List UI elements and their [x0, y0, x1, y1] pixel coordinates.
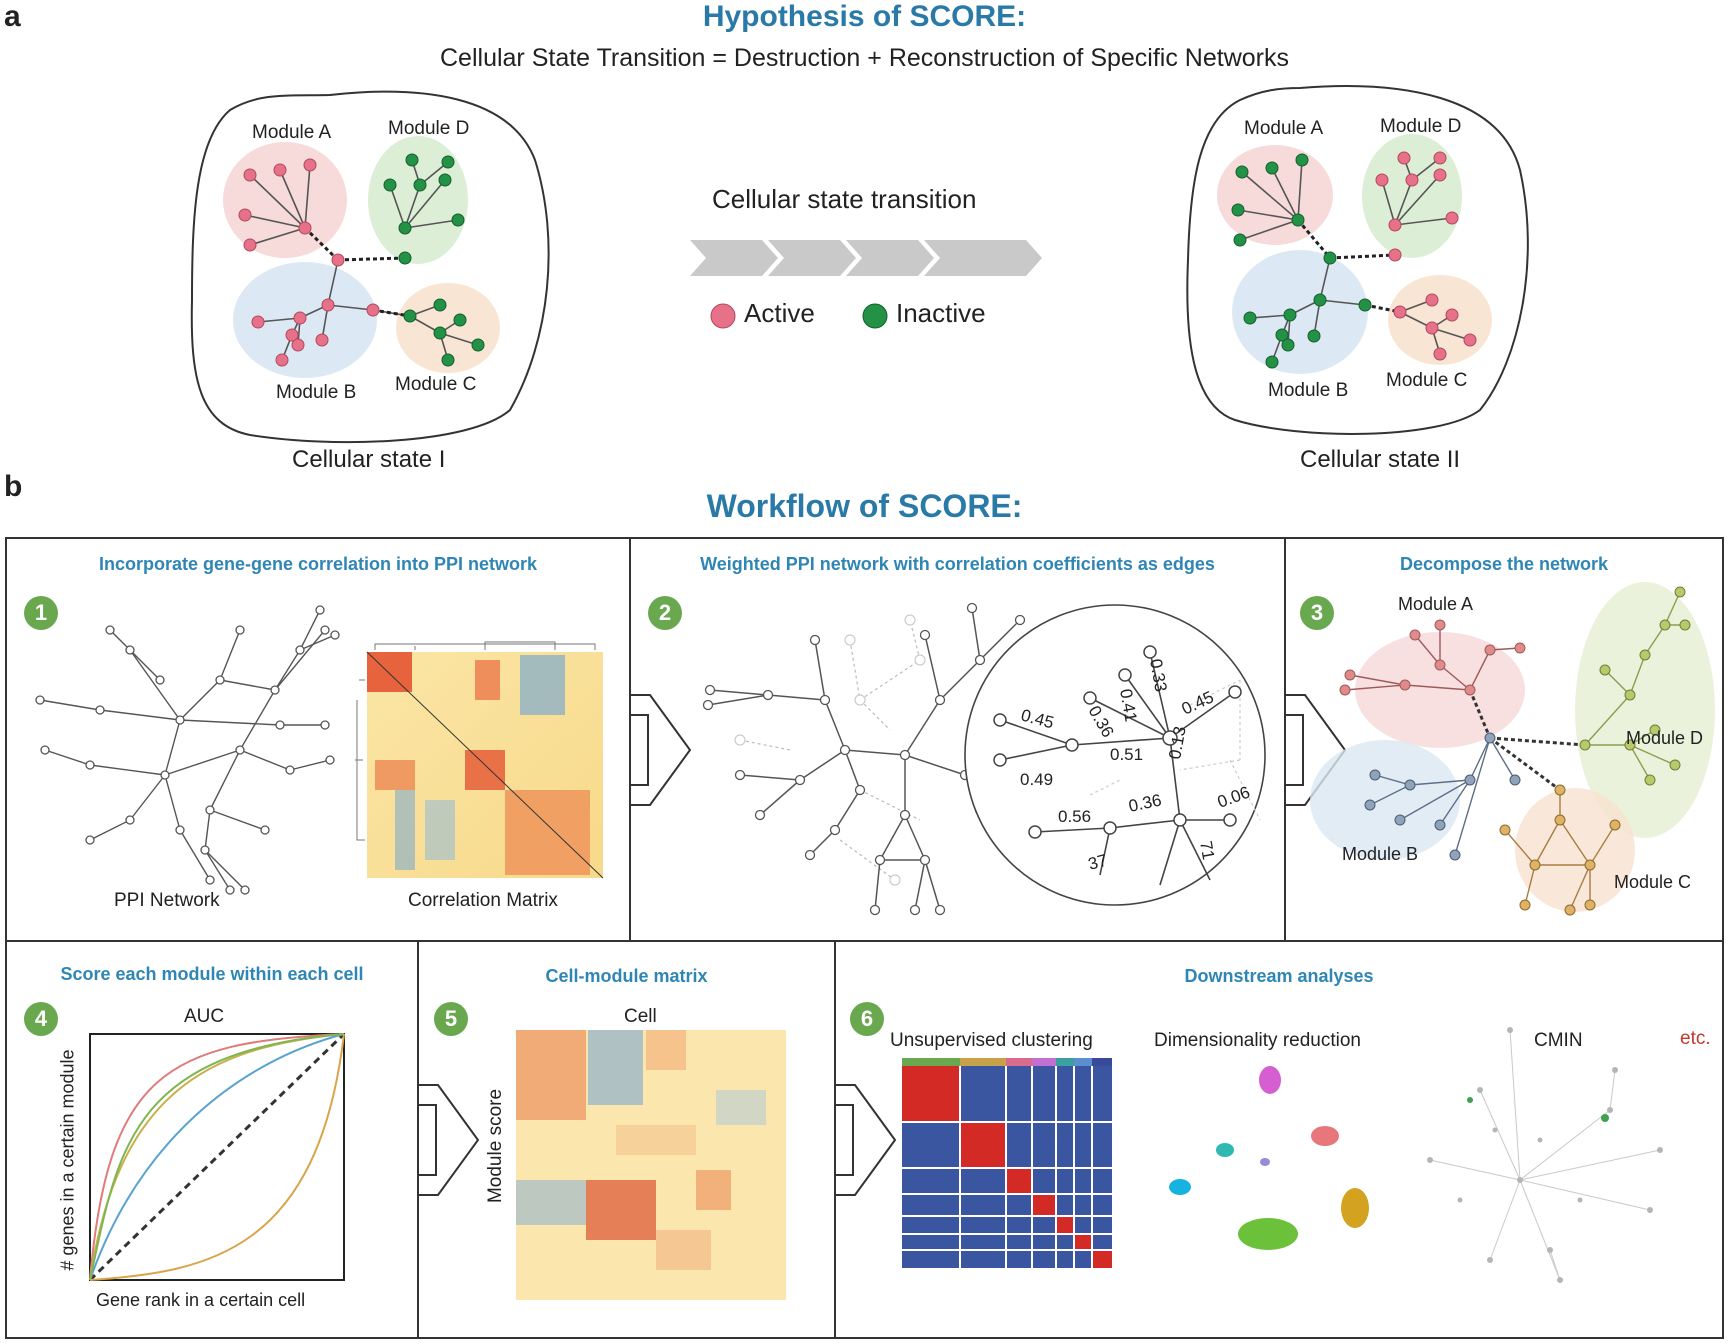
step6-title: Downstream analyses — [1184, 966, 1374, 986]
step-6-badge: 6 — [850, 1002, 884, 1036]
step3-title: Decompose the network — [1399, 554, 1609, 574]
module-a-label-2: Module A — [1244, 118, 1324, 139]
arrow-4-5 — [417, 1084, 480, 1196]
arrow-1-2 — [629, 694, 692, 806]
module-c-label-2: Module C — [1386, 370, 1468, 391]
module-c-label: Module C — [395, 374, 477, 395]
module-b-blob-2 — [1232, 250, 1368, 374]
arrow-5-6 — [834, 1084, 897, 1196]
auc-xlabel: Gene rank in a certain cell — [96, 1290, 306, 1310]
panel-a-graphics — [190, 85, 1529, 444]
step-3-badge: 3 — [1300, 596, 1334, 630]
weight-label: 71 — [1196, 839, 1218, 861]
module-d-blob-2 — [1362, 134, 1462, 258]
cell-state-1-label: Cellular state I — [292, 446, 446, 473]
step2-title: Weighted PPI network with correlation co… — [700, 554, 1215, 574]
active-legend-dot — [710, 303, 736, 329]
ppi-network — [35, 605, 340, 895]
step-1-badge: 1 — [24, 596, 58, 630]
legend-active-label: Active — [744, 298, 815, 328]
cell-state-1-outline — [190, 90, 550, 444]
step3-module-d-label: Module D — [1626, 728, 1704, 748]
weight-label: 0.51 — [1110, 745, 1143, 764]
correlation-matrix — [355, 640, 605, 880]
cell-module-xlabel: Cell — [624, 1006, 657, 1027]
weight-label: 0.56 — [1058, 807, 1091, 826]
ppi-network-label: PPI Network — [114, 890, 220, 911]
dimensionality-reduction-label: Dimensionality reduction — [1154, 1030, 1361, 1051]
auc-ylabel: # genes in a certain module — [57, 1049, 78, 1271]
cell-state-2-label: Cellular state II — [1300, 446, 1461, 473]
dimensionality-reduction-plot — [1169, 1066, 1369, 1250]
auc-plot — [88, 1032, 346, 1282]
module-b-label: Module B — [276, 382, 357, 403]
hypothesis-title: Hypothesis of SCORE: — [702, 0, 1027, 33]
step3-module-a-label: Module A — [1398, 594, 1474, 614]
correlation-matrix-label: Correlation Matrix — [408, 890, 558, 911]
transition-arrow — [690, 240, 1042, 276]
cell-module-heatmap — [516, 1030, 786, 1300]
module-d-label: Module D — [388, 118, 470, 139]
weighted-ppi-network: 0.45 0.49 0.36 0.41 0.33 0.45 0.51 0.13 … — [702, 602, 1266, 916]
decomposed-network — [1310, 582, 1715, 916]
legend-inactive-label: Inactive — [896, 298, 986, 328]
cell-module-ylabel: Module score — [485, 1088, 506, 1204]
step3-module-b-label: Module B — [1342, 844, 1419, 864]
module-a-label: Module A — [252, 122, 332, 143]
step4-title: Score each module within each cell — [60, 964, 364, 984]
step-4-badge: 4 — [24, 1002, 58, 1036]
module-d-blob — [368, 136, 468, 264]
hypothesis-subtitle: Cellular State Transition = Destruction … — [440, 44, 1289, 72]
etc-label: etc. — [1680, 1028, 1711, 1049]
cmin-network — [1427, 1027, 1663, 1283]
transition-label: Cellular state transition — [712, 184, 977, 214]
cmin-label: CMIN — [1534, 1030, 1583, 1051]
workflow-title: Workflow of SCORE: — [706, 488, 1023, 524]
module-d-label-2: Module D — [1380, 116, 1462, 137]
clustering-matrix — [902, 1058, 1112, 1268]
panel-b-letter: b — [4, 470, 23, 503]
cell-state-2-outline — [1186, 85, 1529, 435]
weight-label: 0.49 — [1020, 770, 1053, 789]
step3-module-c-label: Module C — [1614, 872, 1692, 892]
step-2-badge: 2 — [648, 596, 682, 630]
unsupervised-clustering-label: Unsupervised clustering — [890, 1030, 1093, 1051]
step-5-badge: 5 — [434, 1002, 468, 1036]
arrow-2-3 — [1284, 694, 1347, 806]
auc-chart-title: AUC — [184, 1006, 225, 1027]
step5-title: Cell-module matrix — [545, 966, 708, 986]
step1-title: Incorporate gene-gene correlation into P… — [98, 554, 538, 574]
panel-a-letter: a — [4, 0, 21, 33]
module-b-label-2: Module B — [1268, 380, 1349, 401]
weight-label: 37 — [1086, 851, 1109, 874]
inactive-legend-dot — [862, 303, 888, 329]
